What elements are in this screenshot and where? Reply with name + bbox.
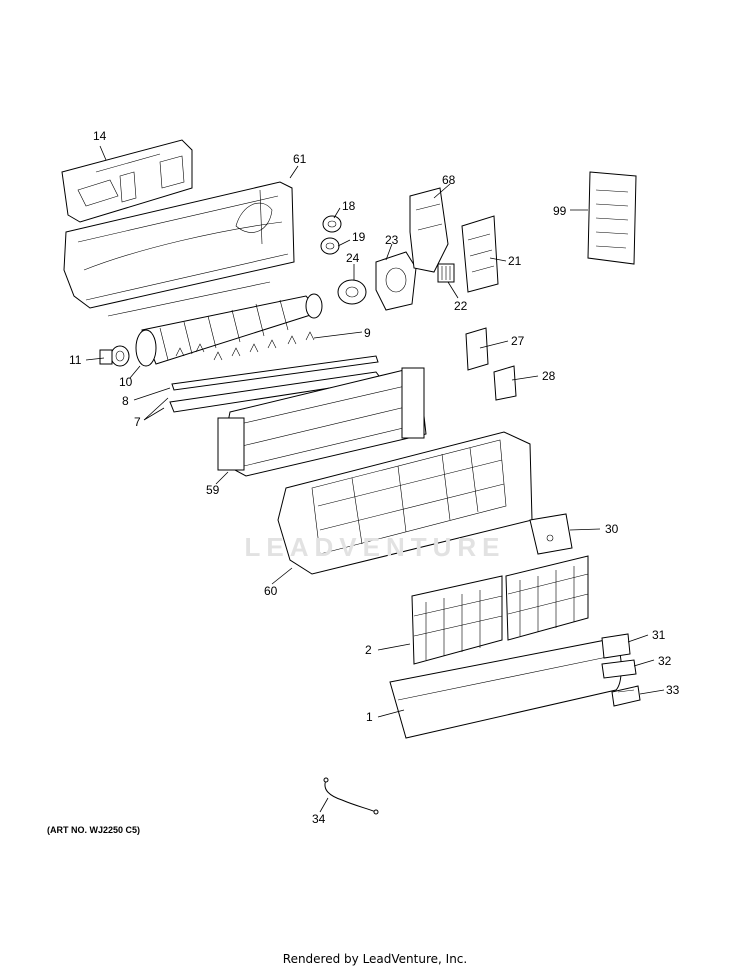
callout-8[interactable]: 8 — [122, 394, 129, 408]
part-9-louver-set[interactable] — [175, 331, 315, 361]
callout-33[interactable]: 33 — [666, 683, 680, 697]
callout-18[interactable]: 18 — [342, 199, 356, 213]
callout-21[interactable]: 21 — [508, 254, 522, 268]
part-30-bracket[interactable] — [529, 513, 573, 555]
part-28-bracket[interactable] — [493, 365, 517, 401]
part-33-remote-control[interactable] — [611, 685, 641, 707]
part-22-terminal-block[interactable] — [437, 263, 455, 283]
part-27-bracket[interactable] — [465, 327, 489, 371]
callout-22[interactable]: 22 — [454, 299, 468, 313]
part-34-wire-harness[interactable] — [323, 777, 379, 815]
callout-61[interactable]: 61 — [293, 152, 307, 166]
part-23-motor-mount[interactable] — [375, 251, 417, 311]
callout-99[interactable]: 99 — [553, 204, 567, 218]
part-68-electrical-box[interactable] — [409, 187, 449, 273]
callout-27[interactable]: 27 — [511, 334, 525, 348]
part-32-display-board[interactable] — [601, 659, 637, 679]
part-19-stepper-motor[interactable] — [320, 237, 340, 255]
callout-34[interactable]: 34 — [312, 812, 326, 826]
callout-59[interactable]: 59 — [206, 483, 220, 497]
callout-7[interactable]: 7 — [134, 415, 141, 429]
callout-24[interactable]: 24 — [346, 251, 360, 265]
part-99-manual[interactable] — [587, 171, 637, 265]
part-21-control-board[interactable] — [461, 215, 499, 293]
callout-11[interactable]: 11 — [69, 353, 82, 367]
part-2-air-filters[interactable] — [411, 555, 589, 665]
callout-30[interactable]: 30 — [605, 522, 619, 536]
footer-credit: Rendered by LeadVenture, Inc. — [282, 952, 468, 966]
callout-14[interactable]: 14 — [93, 129, 107, 143]
part-59-evaporator[interactable] — [217, 367, 427, 477]
callout-2[interactable]: 2 — [365, 643, 372, 657]
callout-10[interactable]: 10 — [119, 375, 133, 389]
callout-31[interactable]: 31 — [652, 628, 666, 642]
part-8-link-rod[interactable] — [171, 355, 379, 391]
callout-labels: 14 61 18 19 68 99 23 21 24 22 9 27 11 10… — [69, 129, 680, 826]
part-10-blower-wheel[interactable] — [135, 293, 323, 367]
callout-19[interactable]: 19 — [352, 230, 366, 244]
callout-60[interactable]: 60 — [264, 584, 278, 598]
leader-lines — [85, 145, 665, 813]
callout-32[interactable]: 32 — [658, 654, 672, 668]
callout-1[interactable]: 1 — [366, 710, 373, 724]
callout-9[interactable]: 9 — [364, 326, 371, 340]
watermark: LEADVENTURE — [244, 532, 506, 562]
part-31-remote-holder[interactable] — [601, 633, 631, 659]
part-11-bearing[interactable] — [99, 345, 130, 367]
part-24-fan-motor[interactable] — [337, 279, 367, 305]
callout-68[interactable]: 68 — [442, 173, 456, 187]
art-number: (ART NO. WJ2250 C5) — [47, 825, 141, 835]
part-60-front-frame[interactable] — [277, 431, 533, 575]
callout-23[interactable]: 23 — [385, 233, 399, 247]
part-61-chassis[interactable] — [63, 181, 295, 317]
part-14-mounting-plate[interactable] — [61, 139, 193, 223]
callout-28[interactable]: 28 — [542, 369, 556, 383]
part-18-stepper-motor[interactable] — [322, 215, 342, 233]
